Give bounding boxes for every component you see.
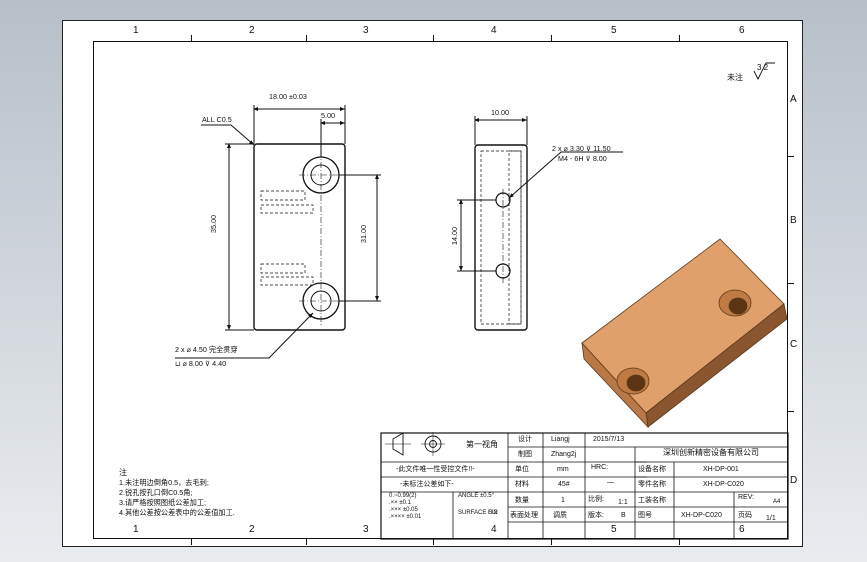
front-hole-callout-2: ⊔ ⌀ 8.00 ⊽ 4.40 [175,359,227,368]
note-line: 2.锐孔按孔口倒C0.5角; [119,488,193,497]
zone-tick [788,411,794,412]
qty-value: 1 [561,497,565,504]
station-label: 工装名称 [638,497,666,504]
zone-col-3-bottom: 3 [363,524,369,535]
treatment-value: 调质 [553,512,567,519]
sheet-size: A4 [773,499,781,505]
part-name-value: XH-DP-C020 [703,481,744,488]
zone-tick [306,539,307,545]
side-hole-callout-2: M4 - 6H ⊽ 8.00 [558,154,607,163]
design-label: 设计 [518,436,532,443]
angle-tolerance: ANGLE ±0.5° [458,493,495,499]
note-line: 1.未注明边倒角0.5，去毛刺; [119,478,209,487]
zone-row-c: C [790,339,798,350]
dim-side-spacing: 14.00 [450,227,459,245]
zone-tick [191,35,192,41]
design-date: 2015/7/13 [593,436,625,443]
zone-col-3: 3 [363,25,369,36]
material-value: 45# [558,481,570,488]
zone-tick [679,539,680,545]
drafter: Zhang2j [551,451,577,458]
device-name-value: XH-DP-001 [703,466,739,473]
unit-label: 单位 [515,466,529,473]
note-line: 4.其他公差按公差表中的公差值加工. [119,508,235,517]
device-name-label: 设备名称 [638,466,666,473]
chamfer-note: ALL C0.5 [202,115,232,124]
page-label: 页码 [738,512,752,519]
dim-side-width: 10.00 [491,108,509,117]
zone-tick [788,283,794,284]
zone-col-2-bottom: 2 [249,524,255,535]
confidential-note: -此文件唯一性受控文件!!- [396,466,475,473]
surface-finish-value: 3.2 [489,510,498,516]
side-hole-callout-1: 2 x ⌀ 3.30 ⊽ 11.50 [552,144,611,153]
qty-label: 数量 [515,497,529,504]
zone-col-2: 2 [249,25,255,36]
zone-tick [679,35,680,41]
zone-row-b: B [790,215,797,226]
isometric-part [581,238,788,429]
tolerance-row: .×× ±0.1 [389,500,411,506]
zone-tick [191,539,192,545]
drawing-sheet: 1 2 3 4 5 6 1 2 3 4 5 6 A B C D [62,20,803,547]
zone-row-a: A [790,94,797,105]
designer: Liangj [551,436,570,443]
part-name-label: 零件名称 [638,481,666,488]
version-value: B [621,512,626,519]
unit-value: mm [557,466,569,473]
zone-tick [433,539,434,545]
hrc-label: HRC: [591,464,609,471]
roughness-value: 3.2 [757,63,769,72]
zone-col-4-bottom: 4 [491,524,497,535]
zone-col-1-bottom: 1 [133,524,139,535]
zone-tick [788,156,794,157]
drawing-no-label: 图号 [638,512,652,519]
zone-row-d: D [790,475,798,486]
zone-tick [551,35,552,41]
zone-col-5: 5 [611,25,617,36]
dim-width: 18.00 ±0.03 [269,92,307,101]
dim-height: 35.00 [209,215,218,233]
rev-label: REV: [738,494,755,501]
zone-tick [433,35,434,41]
tolerance-row: .××× ±0.05 [389,507,418,513]
scale-label: 比例: [588,496,604,503]
version-label: 版本: [588,512,604,519]
zone-col-6: 6 [739,25,745,36]
material-label: 材料 [515,481,529,488]
hrc-value: — [607,479,614,486]
notes-title: 注 [119,468,127,477]
page-value: 1/1 [766,515,776,522]
dim-offset: 5.00 [321,111,335,120]
dim-hole-pitch: 31.00 [359,225,368,243]
drawn-label: 制图 [518,451,532,458]
scale-value: 1:1 [618,499,628,506]
treatment-label: 表面处理 [510,512,538,519]
projection-label: 第一视角 [466,440,498,449]
zone-tick [306,35,307,41]
zone-col-5-bottom: 5 [611,524,617,535]
zone-col-1: 1 [133,25,139,36]
zone-tick [551,539,552,545]
zone-col-4: 4 [491,25,497,36]
tolerance-row: 0.~0.99(2) [389,493,417,499]
drawing-views [175,62,789,540]
drawing-no-value: XH-DP-C020 [681,512,722,519]
note-line: 3.请严格按照图纸公差加工; [119,498,207,507]
zone-col-6-bottom: 6 [739,524,745,535]
front-view-outline [253,143,346,331]
company-name: 深圳创新精密设备有限公司 [663,448,759,457]
front-hole-callout-1: 2 x ⌀ 4.50 完全贯穿 [175,345,238,354]
roughness-label: 未注 [727,73,743,82]
tolerance-row: .×××× ±0.01 [389,514,422,520]
tolerance-title: -未标注公差如下- [400,481,454,488]
surface-finish-label: SURFACE FIN [458,510,498,516]
side-view-outline [474,144,528,331]
